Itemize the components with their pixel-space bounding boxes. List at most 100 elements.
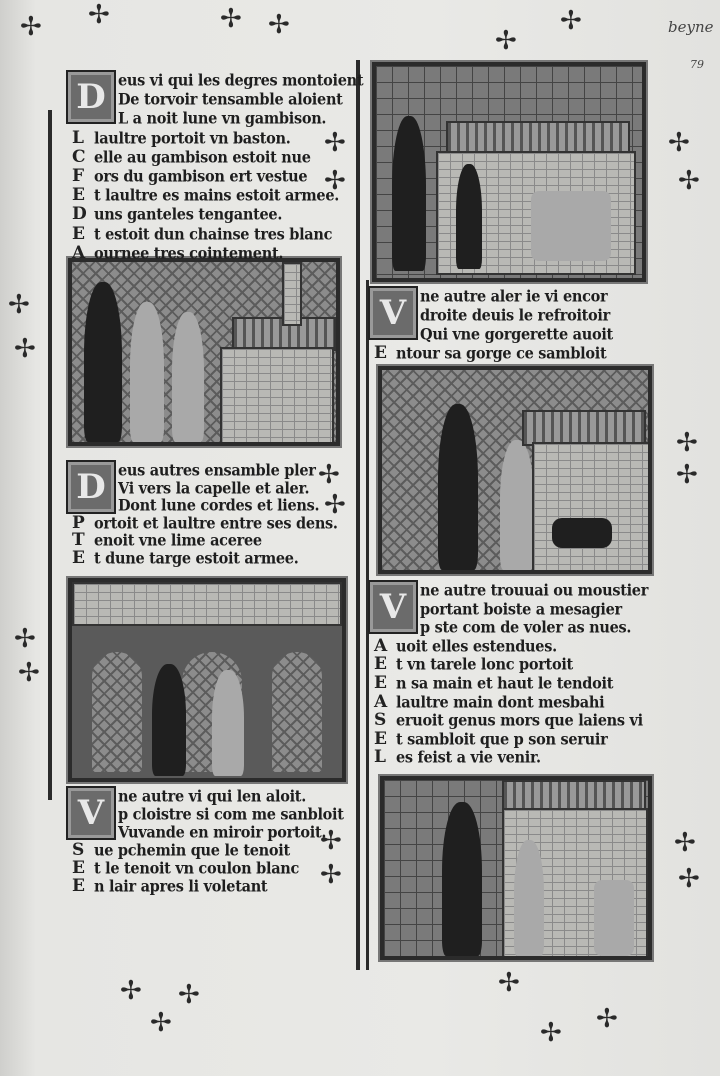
text-line: Vi vers la capelle et aler.	[118, 478, 310, 498]
ivy-leaf-ornament: ✢	[324, 166, 346, 196]
ivy-leaf-ornament: ✢	[676, 460, 698, 490]
versal-letter: E	[374, 673, 387, 693]
text-line: p ste com de voler as nues.	[420, 618, 632, 638]
text-line: enoit vne lime aceree	[94, 530, 262, 550]
center-border-bar	[356, 60, 360, 970]
folio-number: 79	[690, 58, 704, 71]
versal-letter: C	[72, 146, 86, 167]
ivy-leaf-ornament: ✢	[678, 864, 700, 894]
ivy-leaf-ornament: ✢	[676, 428, 698, 458]
versal-letter: F	[72, 166, 85, 186]
ivy-leaf-ornament: ✢	[14, 624, 36, 654]
text-line: Dont lune cordes et liens.	[118, 495, 320, 515]
text-line: Qui vne gorgerette auoit	[420, 324, 613, 344]
text-line: ne autre vi qui len aloit.	[118, 786, 306, 806]
versal-letter: E	[374, 343, 387, 363]
text-line: t le tenoit vn coulon blanc	[94, 858, 300, 878]
ivy-leaf-ornament: ✢	[495, 26, 517, 56]
illuminated-initial: V	[368, 286, 418, 340]
ivy-leaf-ornament: ✢	[14, 334, 36, 364]
text-line: ue pchemin que le tenoit	[94, 840, 290, 860]
versal-letter: P	[72, 512, 85, 533]
versal-letter: E	[72, 876, 85, 896]
versal-letter: D	[72, 204, 87, 225]
versal-letter: A	[374, 635, 388, 656]
versal-letter: E	[374, 728, 387, 749]
ivy-leaf-ornament: ✢	[8, 290, 30, 320]
text-line: eus vi qui les degres montoient	[118, 70, 364, 90]
initial-letter: V	[379, 293, 407, 333]
text-line: n lair apres li voletant	[94, 876, 268, 896]
ivy-leaf-ornament: ✢	[540, 1018, 562, 1048]
ivy-leaf-ornament: ✢	[674, 828, 696, 858]
ivy-leaf-ornament: ✢	[178, 980, 200, 1010]
versal-letter: T	[72, 530, 85, 550]
text-line: droite deuis le refroitoir	[420, 305, 610, 325]
text-line: laultre portoit vn baston.	[94, 128, 291, 148]
text-line: eruoit genus mors que laiens vi	[396, 711, 643, 731]
versal-letter: A	[374, 691, 388, 712]
ivy-leaf-ornament: ✢	[150, 1008, 172, 1038]
text-line: Vuvande en miroir portoit.	[118, 822, 327, 842]
ivy-leaf-ornament: ✢	[120, 976, 142, 1006]
text-line: elle au gambison estoit nue	[94, 147, 311, 167]
ivy-leaf-ornament: ✢	[320, 860, 342, 890]
initial-letter: V	[379, 587, 407, 627]
text-line: eus autres ensamble pler	[118, 460, 316, 480]
initial-letter: D	[76, 467, 106, 507]
ivy-leaf-ornament: ✢	[18, 658, 40, 688]
ivy-leaf-ornament: ✢	[678, 166, 700, 196]
text-line: laultre main dont mesbahi	[396, 692, 605, 712]
versal-letter: L	[72, 127, 84, 148]
right-border-bar	[366, 280, 369, 970]
text-line: ors du gambison ert vestue	[94, 166, 308, 186]
left-border-bar	[48, 110, 52, 800]
ivy-leaf-ornament: ✢	[318, 460, 340, 490]
text-line: ne autre trouuai ou moustier	[420, 580, 649, 600]
text-line: p cloistre si com me sanbloit	[118, 804, 344, 824]
text-line: ournee tres cointement.	[94, 243, 284, 263]
miniature-cloister-arcade	[66, 576, 348, 784]
ivy-leaf-ornament: ✢	[88, 0, 110, 30]
initial-letter: D	[76, 77, 106, 117]
text-line: uns ganteles tengantee.	[94, 205, 283, 225]
versal-letter: E	[374, 654, 387, 675]
illuminated-initial: V	[66, 786, 116, 840]
ivy-leaf-ornament: ✢	[268, 10, 290, 40]
text-line: uoit elles estendues.	[396, 636, 557, 656]
ivy-leaf-ornament: ✢	[20, 12, 42, 42]
versal-letter: E	[72, 547, 85, 568]
versal-letter: A	[72, 242, 86, 263]
illuminated-initial: V	[368, 580, 418, 634]
text-line: portant boiste a mesagier	[420, 599, 622, 619]
text-line: L a noit lune vn gambison.	[118, 109, 327, 129]
versal-letter: E	[72, 223, 85, 244]
text-line: t dune targe estoit armee.	[94, 548, 299, 568]
versal-letter: L	[374, 747, 386, 768]
miniature-pilgrim-at-chapel	[378, 774, 654, 962]
text-line: t vn tarele lonc portoit	[396, 655, 573, 675]
text-line: ortoit et laultre entre ses dens.	[94, 513, 338, 533]
initial-letter: V	[77, 793, 105, 833]
illuminated-initial: D	[66, 460, 116, 514]
ivy-leaf-ornament: ✢	[220, 4, 242, 34]
text-line: t estoit dun chainse tres blanc	[94, 224, 333, 244]
text-line: t sambloit que p son seruir	[396, 729, 608, 749]
versal-letter: E	[72, 858, 85, 878]
miniature-pilgrim-and-angel	[376, 364, 654, 576]
miniature-pilgrim-with-two-ladies	[66, 256, 342, 448]
text-line: n sa main et haut le tendoit	[396, 673, 614, 693]
ivy-leaf-ornament: ✢	[324, 128, 346, 158]
ivy-leaf-ornament: ✢	[320, 826, 342, 856]
text-line: ne autre aler ie vi encor	[420, 286, 608, 306]
text-line: es feist a vie venir.	[396, 748, 541, 768]
ivy-leaf-ornament: ✢	[498, 968, 520, 998]
miniature-monastery-refectory	[370, 60, 648, 284]
versal-letter: S	[72, 840, 85, 860]
ivy-leaf-ornament: ✢	[560, 6, 582, 36]
ivy-leaf-ornament: ✢	[596, 1004, 618, 1034]
